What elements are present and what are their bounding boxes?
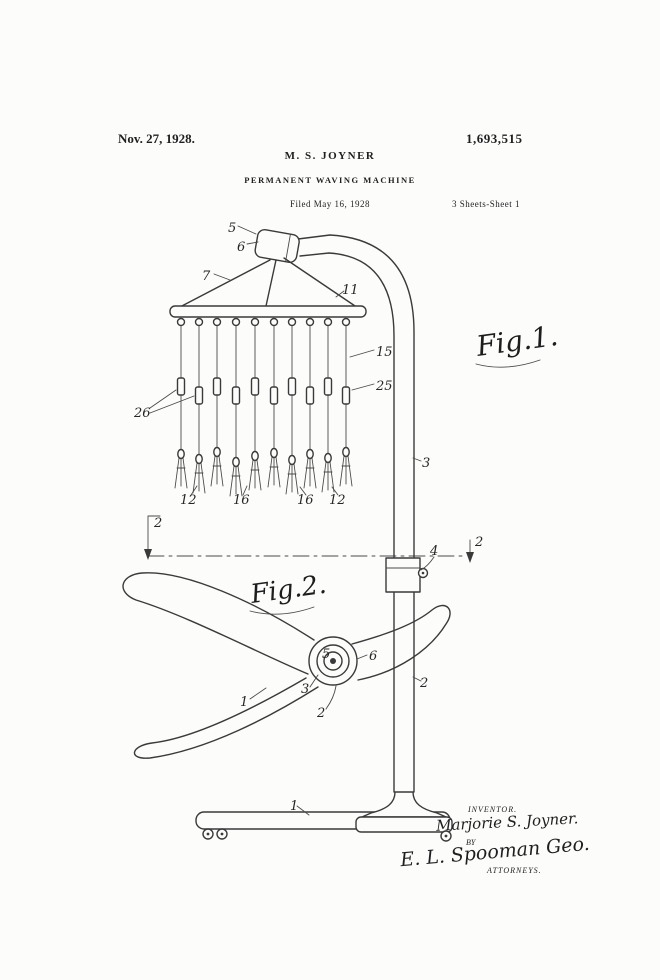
ref-numeral-2-pole: 2 bbox=[419, 676, 428, 691]
stand-cap bbox=[254, 228, 300, 264]
patent-date: Nov. 27, 1928. bbox=[118, 131, 195, 146]
ref-numeral-5-hub: 5 bbox=[322, 647, 330, 662]
ref-numeral-3-hub: 3 bbox=[301, 682, 309, 697]
ref-numeral-7: 7 bbox=[202, 269, 211, 284]
ref-numeral-6: 6 bbox=[237, 240, 245, 255]
rack-crossbar bbox=[169, 305, 367, 327]
stand-pole bbox=[297, 234, 415, 793]
ref-numeral-15: 15 bbox=[376, 345, 393, 360]
ref-numeral-2-section-left: 2 bbox=[153, 516, 162, 531]
hanging-rods bbox=[176, 325, 351, 459]
patent-title: PERMANENT WAVING MACHINE bbox=[244, 175, 416, 185]
ref-numeral-11: 11 bbox=[342, 283, 359, 298]
ref-numeral-3: 3 bbox=[422, 456, 430, 471]
rod-connectors bbox=[176, 377, 351, 405]
ref-numeral-1-base: 1 bbox=[290, 799, 298, 814]
leader-lines bbox=[149, 225, 435, 816]
fig1-label: Fig.1. bbox=[473, 319, 560, 363]
inventor-name-header: M. S. JOYNER bbox=[284, 150, 376, 162]
inventor-caption: INVENTOR. bbox=[468, 805, 518, 814]
hair-clamps bbox=[174, 446, 353, 497]
ref-numeral-1-arm: 1 bbox=[240, 695, 248, 710]
by-label: BY bbox=[466, 838, 476, 847]
sheet-number: 3 Sheets-Sheet 1 bbox=[452, 199, 520, 209]
ref-numeral-12b: 12 bbox=[329, 493, 346, 508]
adjusting-collar bbox=[385, 557, 429, 593]
rack-hooks bbox=[176, 317, 351, 327]
ref-numeral-12: 12 bbox=[180, 493, 197, 508]
ref-numeral-25: 25 bbox=[375, 379, 393, 394]
section-line bbox=[144, 515, 474, 563]
ref-numeral-4: 4 bbox=[429, 544, 438, 559]
ref-numeral-2-section-right: 2 bbox=[474, 535, 483, 550]
fig2-hub bbox=[308, 636, 358, 686]
reference-numerals: 5 6 7 11 15 25 26 3 12 16 16 12 2 2 4 5 … bbox=[133, 221, 483, 814]
ref-numeral-5: 5 bbox=[228, 221, 236, 236]
ref-numeral-16: 16 bbox=[233, 493, 250, 508]
filed-date: Filed May 16, 1928 bbox=[290, 199, 370, 209]
patent-number: 1,693,515 bbox=[466, 131, 523, 146]
fig2-base-arms bbox=[122, 572, 451, 759]
attorneys-caption: ATTORNEYS. bbox=[487, 866, 542, 875]
hanger-cords bbox=[177, 257, 359, 309]
ref-numeral-6-hub: 6 bbox=[369, 649, 377, 664]
fig2-label: Fig.2. bbox=[248, 570, 329, 610]
ref-numeral-2-hub: 2 bbox=[316, 706, 325, 721]
ref-numeral-26: 26 bbox=[133, 406, 151, 421]
ref-numeral-16b: 16 bbox=[297, 493, 314, 508]
stand-base bbox=[195, 791, 453, 842]
